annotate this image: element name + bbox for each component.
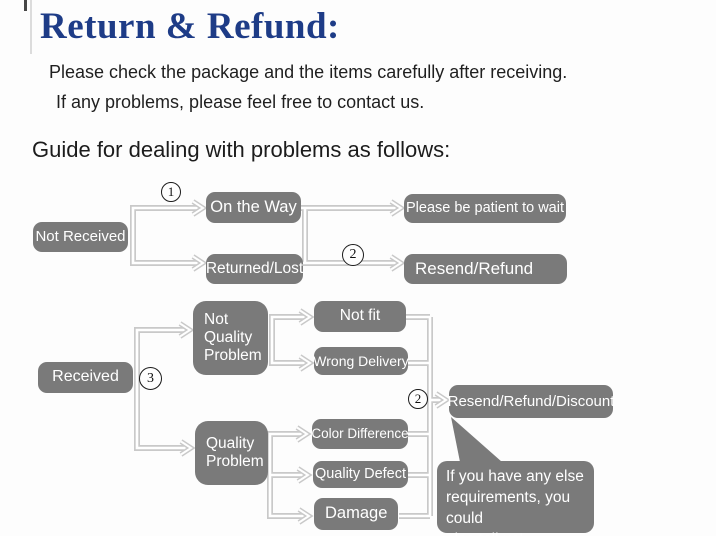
step-marker-2-top: 2 xyxy=(342,244,364,266)
node-resend-refund: Resend/Refund xyxy=(404,254,567,284)
node-quality-defect: Quality Defect xyxy=(313,461,408,488)
intro-line-1: Please check the package and the items c… xyxy=(49,62,568,82)
step-marker-2-bottom: 2 xyxy=(408,389,428,409)
scan-artifact-dark xyxy=(24,0,27,11)
node-quality-problem: Quality Problem xyxy=(195,421,268,485)
scan-artifact-faint xyxy=(30,0,32,54)
node-on-the-way: On the Way xyxy=(206,192,301,223)
intro-line-2: If any problems, please feel free to con… xyxy=(56,92,425,112)
node-not-received: Not Received xyxy=(33,222,128,252)
page-title: Return & Refund: xyxy=(40,6,340,47)
node-please-wait: Please be patient to wait xyxy=(404,194,566,223)
node-not-fit: Not fit xyxy=(314,301,406,332)
node-not-quality-problem: Not Quality Problem xyxy=(193,301,268,375)
speech-bubble-tail xyxy=(451,417,502,462)
node-resend-refund-discount: Resend/Refund/Discount xyxy=(448,385,614,418)
node-returned-lost: Returned/Lost xyxy=(206,254,303,284)
note-speech-bubble: If you have any else requirements, you c… xyxy=(437,461,594,536)
guide-heading: Guide for dealing with problems as follo… xyxy=(32,137,451,162)
node-damage: Damage xyxy=(314,498,398,530)
node-received: Received xyxy=(38,362,133,393)
step-marker-1: 1 xyxy=(161,182,181,202)
node-color-difference: Color Difference xyxy=(311,419,409,449)
node-wrong-delivery: Wrong Delivery xyxy=(313,347,409,375)
step-marker-3: 3 xyxy=(139,367,162,390)
